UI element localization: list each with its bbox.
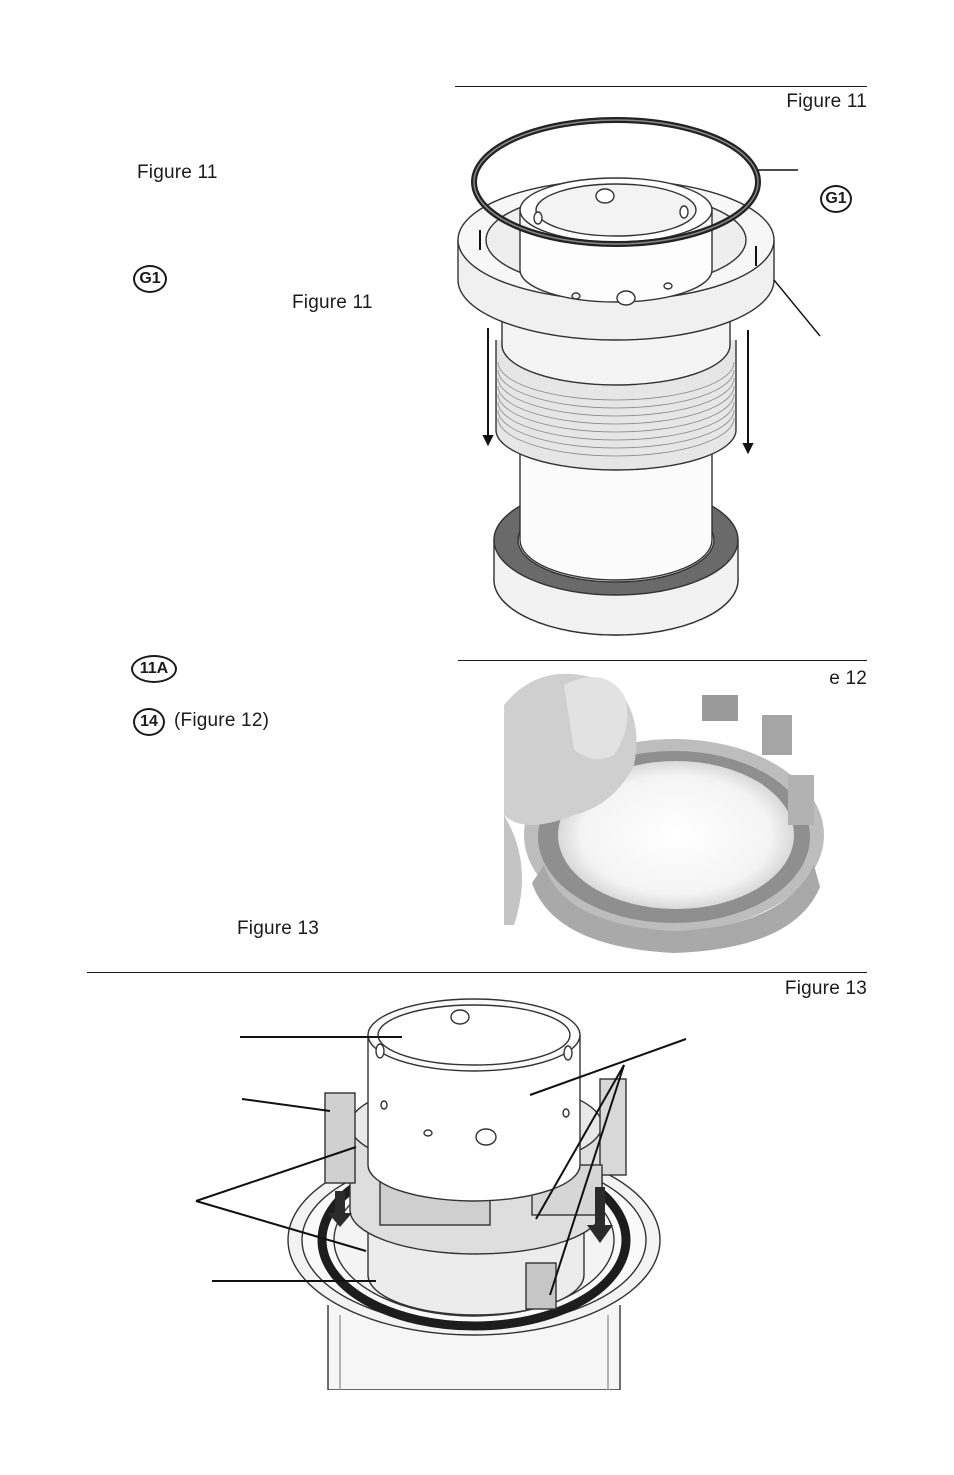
figure-13-assembly-illustration xyxy=(195,998,687,1390)
figure-11-caption: Figure 11 xyxy=(786,91,867,112)
figure-12-rule xyxy=(458,660,867,661)
figure-11-cartridge-illustration xyxy=(457,117,821,636)
11a-part-badge: 11A xyxy=(131,655,177,683)
14-part-badge: 14 xyxy=(133,708,165,736)
figure-13-rule xyxy=(87,972,867,973)
figure-11-reference: Figure 11 xyxy=(137,162,218,183)
figure-11-rule xyxy=(455,86,867,87)
g1-callout-badge: G1 xyxy=(820,185,852,213)
g1-part-badge: G1 xyxy=(133,265,167,293)
figure-12-ring-photo xyxy=(504,665,830,955)
figure-13-caption: Figure 13 xyxy=(784,978,867,999)
figure-11-reference-2: Figure 11 xyxy=(292,292,373,313)
figure-12-reference: (Figure 12) xyxy=(174,710,270,731)
figure-13-reference: Figure 13 xyxy=(237,918,320,939)
